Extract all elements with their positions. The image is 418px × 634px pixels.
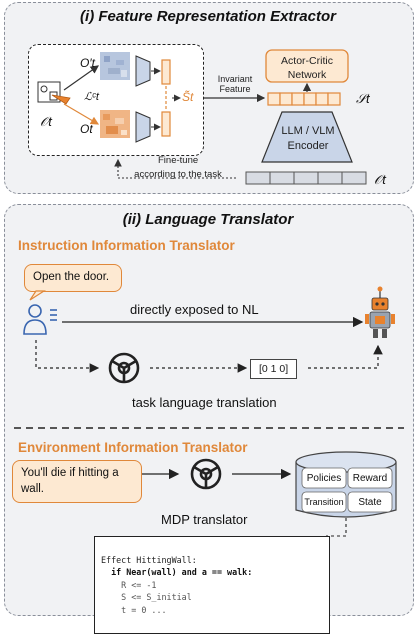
code-line: Effect HittingWall:: [101, 554, 197, 565]
o-t-left-label: 𝒪t: [40, 114, 52, 129]
mdp-database-icon: [295, 451, 397, 518]
o-t-inner-label: Ot: [80, 122, 93, 136]
environment-bubble: You'll die if hitting a wall.: [12, 460, 142, 504]
user-icon: [23, 304, 57, 335]
code-line: S <= S_initial: [101, 592, 192, 602]
code-line: t = 0 ...: [101, 604, 167, 615]
openai-logo-icon-2: [190, 458, 222, 490]
db-cell-state: State: [358, 497, 382, 508]
feature-extractor-diagram: [37, 49, 367, 185]
invariant-feature-label: Invariant Feature: [217, 74, 253, 95]
encoder-label: LLM / VLM Encoder: [281, 125, 335, 152]
translator-diagram: [14, 286, 404, 537]
scene-icon: [37, 81, 71, 105]
encoder-top-shape: [135, 55, 151, 87]
direct-exposure-label: directly exposed to NL: [130, 302, 259, 317]
effect-code-block: Effect HittingWall: if Near(wall) and a …: [94, 536, 330, 634]
observation-image: [100, 110, 130, 138]
feature-extractor-title: (i) Feature Representation Extractor: [80, 8, 336, 25]
db-cell-policies: Policies: [306, 473, 342, 484]
task-translation-label: task language translation: [132, 395, 277, 410]
db-cell-reward: Reward: [352, 473, 388, 484]
state-feature-bar: [267, 92, 341, 106]
robot-icon: [365, 286, 395, 338]
loss-label: ℒᶜt: [84, 91, 99, 103]
environment-translator-header: Environment Information Translator: [18, 440, 248, 455]
encoder-bottom-shape: [135, 111, 151, 143]
code-line: if Near(wall) and a == walk:: [101, 567, 253, 577]
language-translator-title: (ii) Language Translator: [122, 211, 294, 228]
task-vector-box: [0 1 0]: [250, 359, 298, 379]
s-tilde-label: S̃t: [182, 90, 194, 104]
instruction-bubble: Open the door.: [24, 264, 122, 292]
observation-token-bar: [245, 171, 367, 185]
actor-critic-label: Actor-Critic Network: [281, 55, 333, 81]
instruction-translator-header: Instruction Information Translator: [18, 238, 235, 253]
llm-encoder-shape: [261, 111, 353, 163]
augmented-observation-image: [100, 52, 130, 80]
code-line: R <= -1: [101, 579, 157, 590]
db-cell-transition: Transition: [304, 497, 344, 507]
o-prime-label: O′t: [80, 56, 95, 70]
o-t-right-label: 𝒪t: [374, 172, 386, 187]
openai-logo-icon: [108, 352, 140, 384]
mdp-translator-label: MDP translator: [161, 512, 248, 527]
fine-tune-label: Fine-tune according to the task: [134, 155, 222, 181]
s-t-label: 𝒮t: [356, 91, 370, 106]
